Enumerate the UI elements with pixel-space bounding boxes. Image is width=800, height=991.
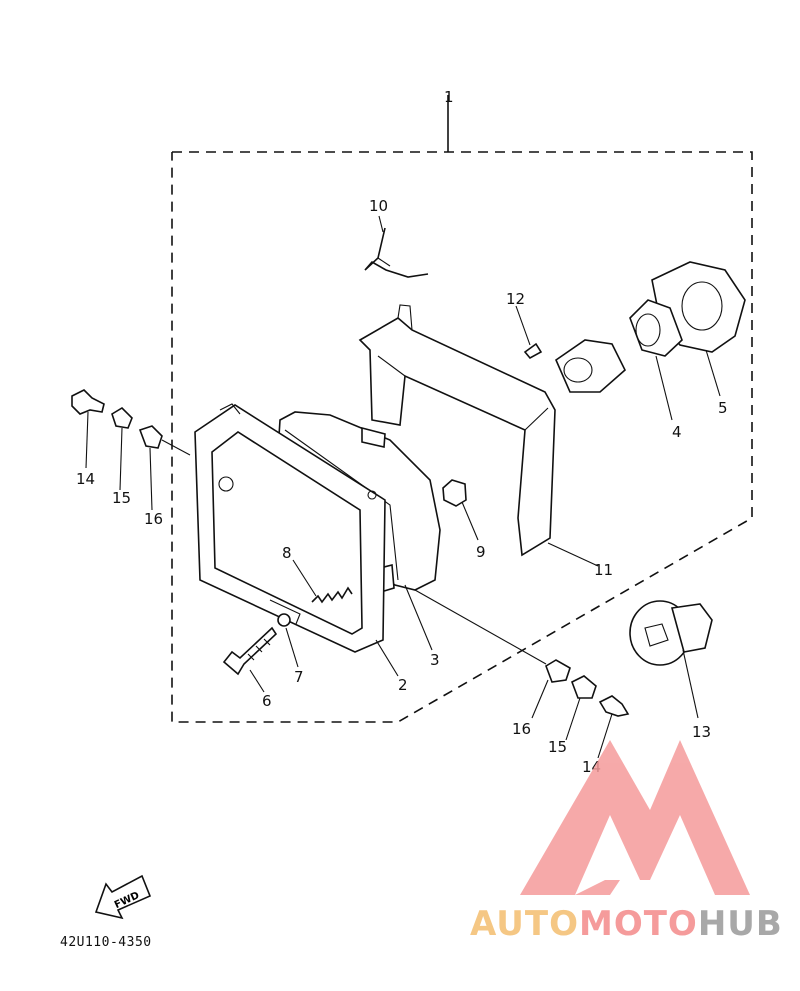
label-part-2: 2 [398,676,408,694]
label-part-15-right: 15 [548,738,567,756]
watermark-logo-icon [520,740,750,895]
assembly-boundary [171,95,753,723]
label-part-16-left: 16 [144,510,163,528]
label-part-7: 7 [294,668,304,686]
right-fasteners [414,589,630,759]
brand-moto: MOTO [578,904,698,944]
label-part-15-left: 15 [112,489,131,507]
label-part-13: 13 [692,723,711,741]
label-part-5: 5 [718,399,728,417]
part-11-bracket [358,304,599,567]
watermark-brand-text: AUTOMOTOHUB [470,904,783,944]
label-part-14-left: 14 [76,470,95,488]
part-labels: 1 2 3 4 5 6 7 8 9 10 11 12 13 14 15 16 1… [76,88,728,776]
part-9-nut [442,479,479,541]
label-part-10: 10 [369,197,388,215]
part-7-nut [277,613,299,668]
label-part-4: 4 [672,423,682,441]
label-part-8: 8 [282,544,292,562]
drawing-code: 42U110-4350 [60,935,152,950]
label-part-9: 9 [476,543,486,561]
brand-auto: AUTO [470,904,579,944]
label-part-6: 6 [262,692,272,710]
part-4-5-socket-cover [555,261,746,421]
fwd-arrow-icon: FWD [94,874,152,920]
part-6-screw [222,626,278,693]
brand-hub: HUB [697,904,783,944]
label-part-11: 11 [594,561,613,579]
label-part-12: 12 [506,290,525,308]
label-part-16-right: 16 [512,720,531,738]
part-12-bulb [515,305,543,360]
part-13-bulb [629,600,713,719]
part-2-rim [194,403,399,677]
label-part-3: 3 [430,651,440,669]
left-fasteners [71,389,191,511]
part-10-clip [364,215,429,278]
part-8-spring [292,559,353,604]
label-part-1: 1 [444,88,454,106]
